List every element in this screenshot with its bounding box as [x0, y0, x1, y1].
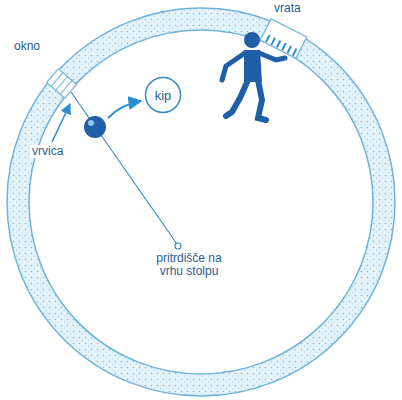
ball-shine [88, 120, 94, 126]
ball-arrow [108, 101, 141, 118]
part-label: vrata [272, 2, 303, 15]
tower-wall [7, 8, 395, 396]
node-text: kip [155, 88, 172, 103]
anchor-point [175, 243, 181, 249]
string [71, 92, 177, 244]
statue-circle: kip [144, 76, 182, 114]
string-pointer [52, 104, 70, 142]
ball [84, 116, 106, 138]
anchor-label: pritrdišče na vrhu stolpu [150, 252, 228, 278]
door [260, 19, 307, 58]
part-label: vrvica [30, 145, 65, 158]
statue-figure [222, 32, 285, 120]
part-label: okno [12, 40, 42, 53]
